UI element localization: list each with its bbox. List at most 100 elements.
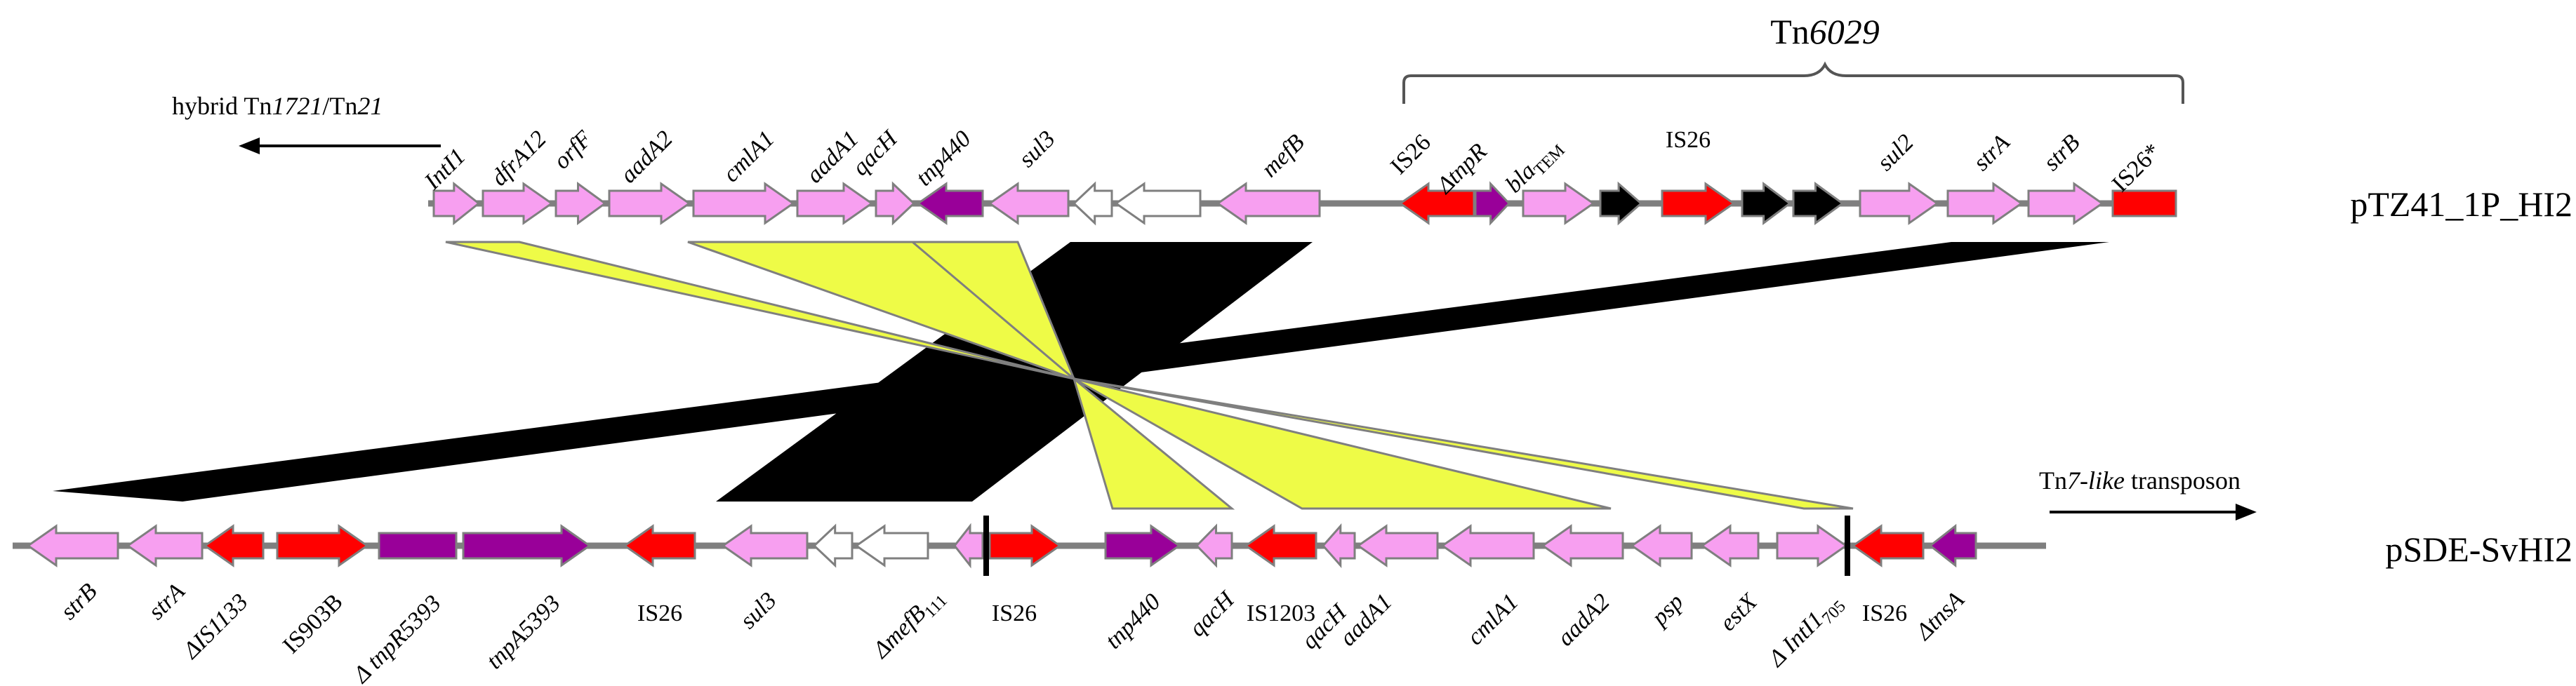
top-gene-label-aada2-3: aadA2 xyxy=(616,126,678,188)
homology-links xyxy=(53,241,2109,510)
homology-link-yellow-6 xyxy=(1073,377,1854,510)
top-gene-arrow-stra-20 xyxy=(1946,182,2024,225)
bottom-gene-label-is903b-3: IS903B xyxy=(278,589,348,659)
bottom-gene-arrow-stra-1 xyxy=(126,524,204,567)
top-gene-label-is26-16: IS26 xyxy=(1666,127,1711,153)
tn6029-number: 6029 xyxy=(1810,12,1880,51)
bottom-gene-label-inti1-21: Δ IntI1705 xyxy=(1762,589,1850,675)
homology-link-yellow-5 xyxy=(445,241,1075,380)
hybrid-label-part2: 1721 xyxy=(272,92,322,120)
bottom-gene-label-psp-19: psp xyxy=(1646,589,1689,631)
top-gene-arrow-aada1-5 xyxy=(796,182,874,225)
bottom-gene-arrow-strb-0 xyxy=(26,524,119,567)
top-gene-arrow-unlabeled-10 xyxy=(1114,182,1202,225)
top-gene-label-is26-12: IS26 xyxy=(1386,129,1436,180)
homology-link-yellow-4 xyxy=(1073,377,1612,510)
bottom-gene-label-estx-20: estX xyxy=(1715,589,1762,636)
bottom-gene-arrow-qach-15 xyxy=(1321,523,1356,568)
bottom-gene-arrow-estx-20 xyxy=(1700,524,1760,567)
top-gene-arrow-is26-12 xyxy=(1398,182,1475,225)
top-gene-arrow-dfra12-1 xyxy=(482,182,554,225)
bottom-gene-arrow-is26-11 xyxy=(988,524,1062,567)
top-gene-arrow-qach-6 xyxy=(875,181,916,226)
bottom-gene-arrow-cmla1-17 xyxy=(1440,524,1535,567)
bottom-gene-label-sul3-7: sul3 xyxy=(735,587,781,633)
bottom-gene-label-tnsa-23: ΔtnsA xyxy=(1910,586,1970,646)
bottom-gene-arrow-tnpr5393-4 xyxy=(378,532,458,560)
bottom-gene-label-qach-13: qacH xyxy=(1184,586,1240,642)
top-gene-label-orff-2: orfF xyxy=(549,126,598,175)
tn7-like-arrowhead xyxy=(2236,504,2257,520)
top-gene-label-stra-20: strA xyxy=(1968,129,2014,175)
bottom-gene-label-is1203-14: IS1203 xyxy=(1247,600,1315,626)
top-gene-arrow-tnp440-7 xyxy=(916,182,984,225)
top-gene-arrow-sul3-8 xyxy=(988,182,1070,225)
bottom-gene-label-is1133-2: ΔIS1133 xyxy=(178,589,253,664)
bottom-gene-arrow-tnp440-12 xyxy=(1104,524,1181,567)
top-gene-arrow-orff-2 xyxy=(555,182,607,225)
top-gene-label-sul2-19: sul2 xyxy=(1872,129,1918,175)
bottom-gene-arrow-is26-22 xyxy=(1851,524,1925,567)
tn7-label-part3: transposon xyxy=(2125,466,2240,495)
bottom-gene-label-aada2-18: aadA2 xyxy=(1553,589,1615,651)
bottom-gene-label-stra-1: strA xyxy=(143,578,190,624)
hybrid-label-part4: 21 xyxy=(357,92,383,120)
top-gene-arrow-sul2-19 xyxy=(1859,182,1939,225)
bottom-gene-arrow-tnpa5393-5 xyxy=(462,524,592,567)
top-gene-arrow-tnpr-13 xyxy=(1474,181,1511,226)
homology-link-black-2 xyxy=(53,242,2109,502)
bottom-gene-arrow-is903b-3 xyxy=(276,524,369,567)
bottom-gene-arrow-psp-19 xyxy=(1630,524,1693,567)
top-plasmid-name: pTZ41_1P_HI2 xyxy=(2350,184,2572,224)
bottom-gene-label-is26-11: IS26 xyxy=(992,600,1037,626)
tn7-label-part2: 7-like xyxy=(2067,466,2125,495)
bottom-gene-arrow-aada2-18 xyxy=(1541,524,1624,567)
top-gene-arrow-is26-16 xyxy=(1661,182,1736,225)
bottom-gene-arrow-inti1-21 xyxy=(1776,524,1848,567)
top-gene-arrow-strb-21 xyxy=(2027,182,2104,225)
top-gene-label-inti1-0: IntI1 xyxy=(419,143,471,195)
bottom-plasmid-name: pSDE-SvHI2 xyxy=(2385,530,2572,569)
tn6029-prefix: Tn xyxy=(1770,12,1810,51)
bottom-gene-label-tnpr5393-4: Δ tnpR5393 xyxy=(347,590,446,686)
bottom-gene-label-is26-6: IS26 xyxy=(637,600,682,626)
top-gene-label-cmla1-4: cmlA1 xyxy=(718,126,780,187)
homology-link-yellow-2 xyxy=(909,241,1075,380)
top-gene-arrow-unlabeled-18 xyxy=(1792,182,1845,225)
top-gene-label-qach-6: qacH xyxy=(847,125,903,181)
top-gene-label-strb-21: strB xyxy=(2038,129,2085,175)
bottom-gene-arrow-is26-6 xyxy=(623,524,696,567)
bottom-gene-arrow-qach-13 xyxy=(1195,523,1233,568)
top-gene-label-mefb-11: mefB xyxy=(1256,129,1310,182)
bottom-gene-label-is26-22: IS26 xyxy=(1862,600,1907,626)
top-gene-arrow-is26-22 xyxy=(2111,189,2177,217)
hybrid-transposon-arrowhead xyxy=(239,137,260,154)
bottom-gene-label-tnp440-12: tnp440 xyxy=(1101,589,1166,654)
bottom-gene-arrow-tnsa-23 xyxy=(1928,523,1977,568)
top-gene-arrow-cmla1-4 xyxy=(692,182,795,225)
top-gene-label-is26-22: IS26* xyxy=(2107,138,2166,197)
top-gene-label-tnp440-7: tnp440 xyxy=(911,126,976,191)
top-gene-arrow-unlabeled-9 xyxy=(1072,181,1113,226)
top-gene-list xyxy=(432,181,2177,226)
boundary-bar-1 xyxy=(983,516,989,576)
tn7-like-label: Tn7-like transposon xyxy=(2039,466,2240,495)
bottom-gene-arrow-is1133-2 xyxy=(203,524,265,567)
bottom-gene-list xyxy=(26,523,1977,569)
bottom-gene-arrow-unlabeled-9 xyxy=(854,524,929,567)
boundary-bar-2 xyxy=(1845,516,1850,576)
bottom-gene-label-strb-0: strB xyxy=(55,578,102,624)
tn7-label-part1: Tn xyxy=(2039,466,2067,495)
hybrid-transposon-label: hybrid Tn1721/Tn21 xyxy=(172,92,383,120)
tn6029-bracket xyxy=(1402,61,2184,104)
top-gene-arrow-unlabeled-17 xyxy=(1741,182,1792,225)
hybrid-label-part3: /Tn xyxy=(322,92,357,120)
bottom-gene-arrow-unlabeled-8 xyxy=(812,523,854,568)
homology-link-yellow-3 xyxy=(1072,375,1235,510)
bottom-gene-arrow-is1203-14 xyxy=(1244,524,1317,567)
top-gene-arrow-unlabeled-15 xyxy=(1599,181,1643,226)
bottom-gene-arrow-aada1-16 xyxy=(1356,524,1439,567)
